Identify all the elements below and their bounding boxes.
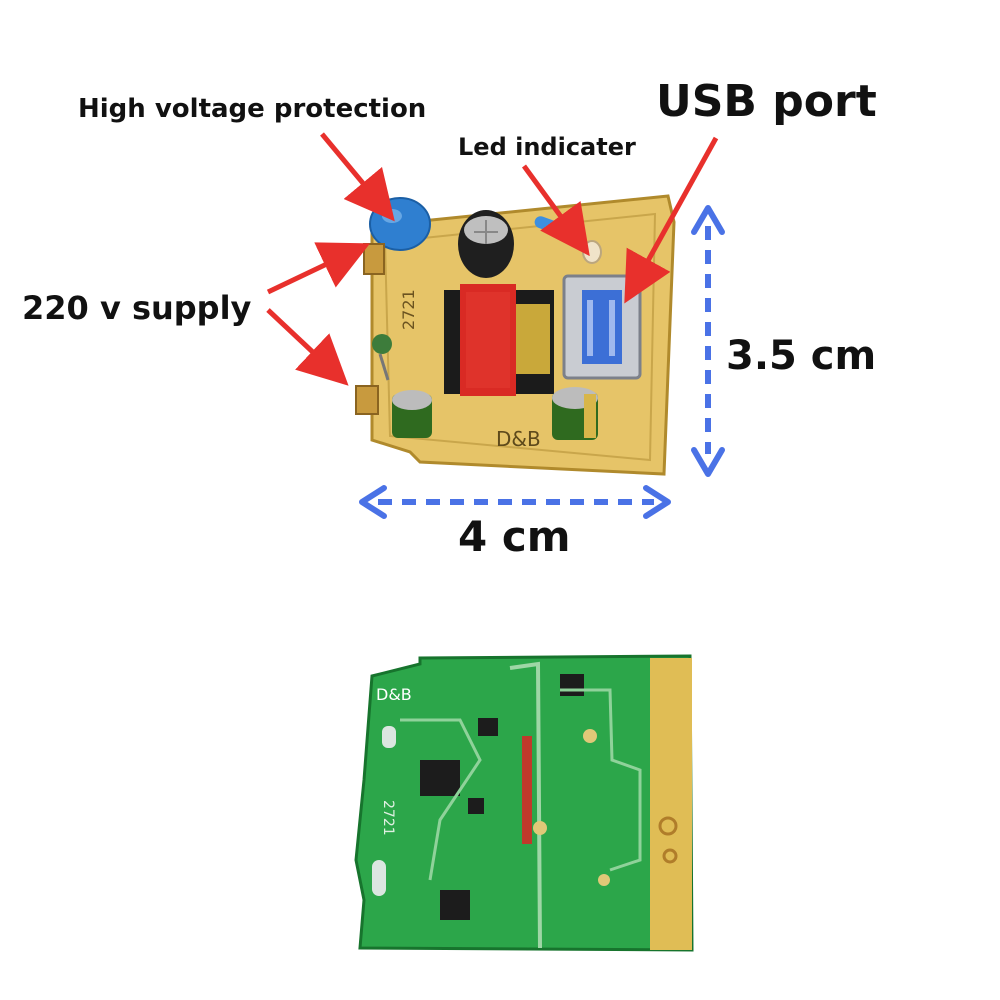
arrow-usb bbox=[624, 136, 719, 304]
label-led-indicater: Led indicater bbox=[458, 133, 636, 161]
arrow-220-upper bbox=[266, 242, 371, 295]
transformer bbox=[444, 284, 554, 396]
label-usb-port: USB port bbox=[656, 76, 877, 127]
label-width-dimension: 4 cm bbox=[458, 512, 571, 561]
smd-ic bbox=[420, 760, 460, 796]
silk-brand: D&B bbox=[496, 427, 541, 451]
terminal-n bbox=[363, 243, 385, 275]
led bbox=[582, 240, 602, 264]
terminal-l bbox=[355, 385, 379, 415]
silk-brand-bottom: D&B bbox=[376, 685, 412, 704]
arrow-hv bbox=[320, 132, 395, 222]
usb-port bbox=[562, 274, 642, 380]
silk-part-number-bottom: 2721 bbox=[380, 800, 396, 836]
arrow-220-lower bbox=[266, 308, 349, 386]
pcb-top: 2721 D&B bbox=[355, 194, 676, 476]
arrow-led bbox=[521, 164, 590, 257]
pcb-bottom: D&B 2721 bbox=[354, 654, 694, 952]
label-height-dimension: 3.5 cm bbox=[726, 333, 877, 379]
silk-part-number: 2721 bbox=[399, 289, 418, 330]
dimension-arrows bbox=[359, 205, 725, 519]
callout-arrows bbox=[266, 132, 719, 386]
label-high-voltage-protection: High voltage protection bbox=[78, 94, 427, 124]
label-220v-supply: 220 v supply bbox=[22, 289, 252, 327]
